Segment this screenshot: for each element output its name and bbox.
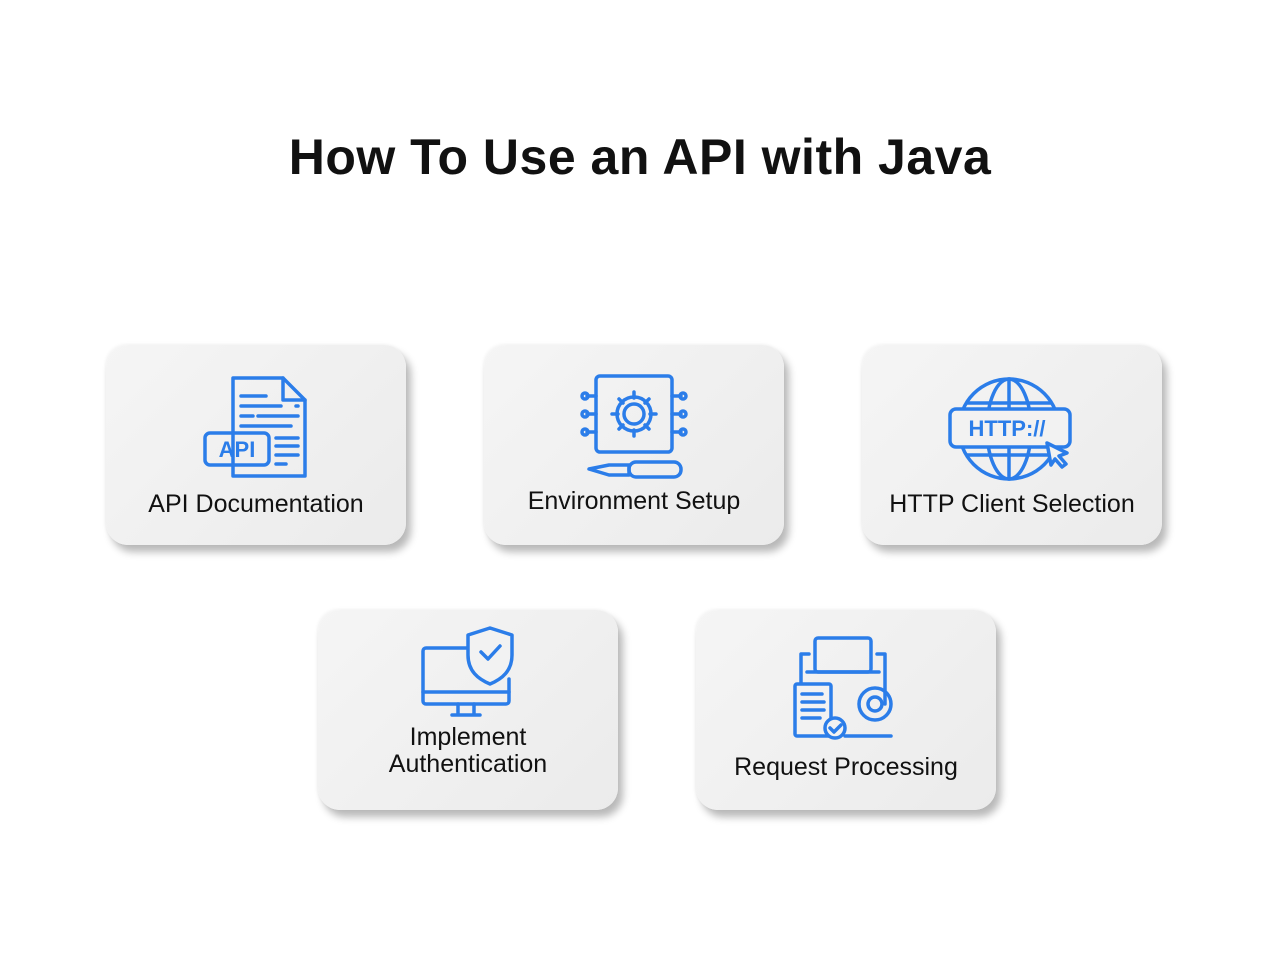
card-http-client-selection: HTTP:// HTTP Client Selection bbox=[862, 345, 1162, 545]
card-implement-authentication: Implement Authentication bbox=[318, 610, 618, 810]
globe-http-icon: HTTP:// bbox=[948, 377, 1072, 481]
card-environment-setup: Environment Setup bbox=[484, 345, 784, 545]
card-label: HTTP Client Selection bbox=[889, 490, 1135, 518]
card-request-processing: Request Processing bbox=[696, 610, 996, 810]
svg-text:HTTP://: HTTP:// bbox=[969, 416, 1046, 441]
laptop-document-gear-icon bbox=[793, 636, 893, 740]
chip-gear-screwdriver-icon bbox=[580, 374, 688, 479]
monitor-shield-icon bbox=[421, 626, 514, 717]
api-document-icon: API bbox=[203, 376, 307, 478]
card-label: API Documentation bbox=[148, 490, 364, 518]
card-label: Environment Setup bbox=[527, 487, 741, 515]
page-title: How To Use an API with Java bbox=[288, 129, 992, 185]
card-label-line2: Authentication bbox=[388, 750, 548, 778]
card-api-documentation: API API Documentation bbox=[106, 345, 406, 545]
svg-text:API: API bbox=[219, 437, 256, 462]
card-label: Request Processing bbox=[734, 753, 958, 781]
card-label-line1: Implement bbox=[409, 723, 527, 751]
